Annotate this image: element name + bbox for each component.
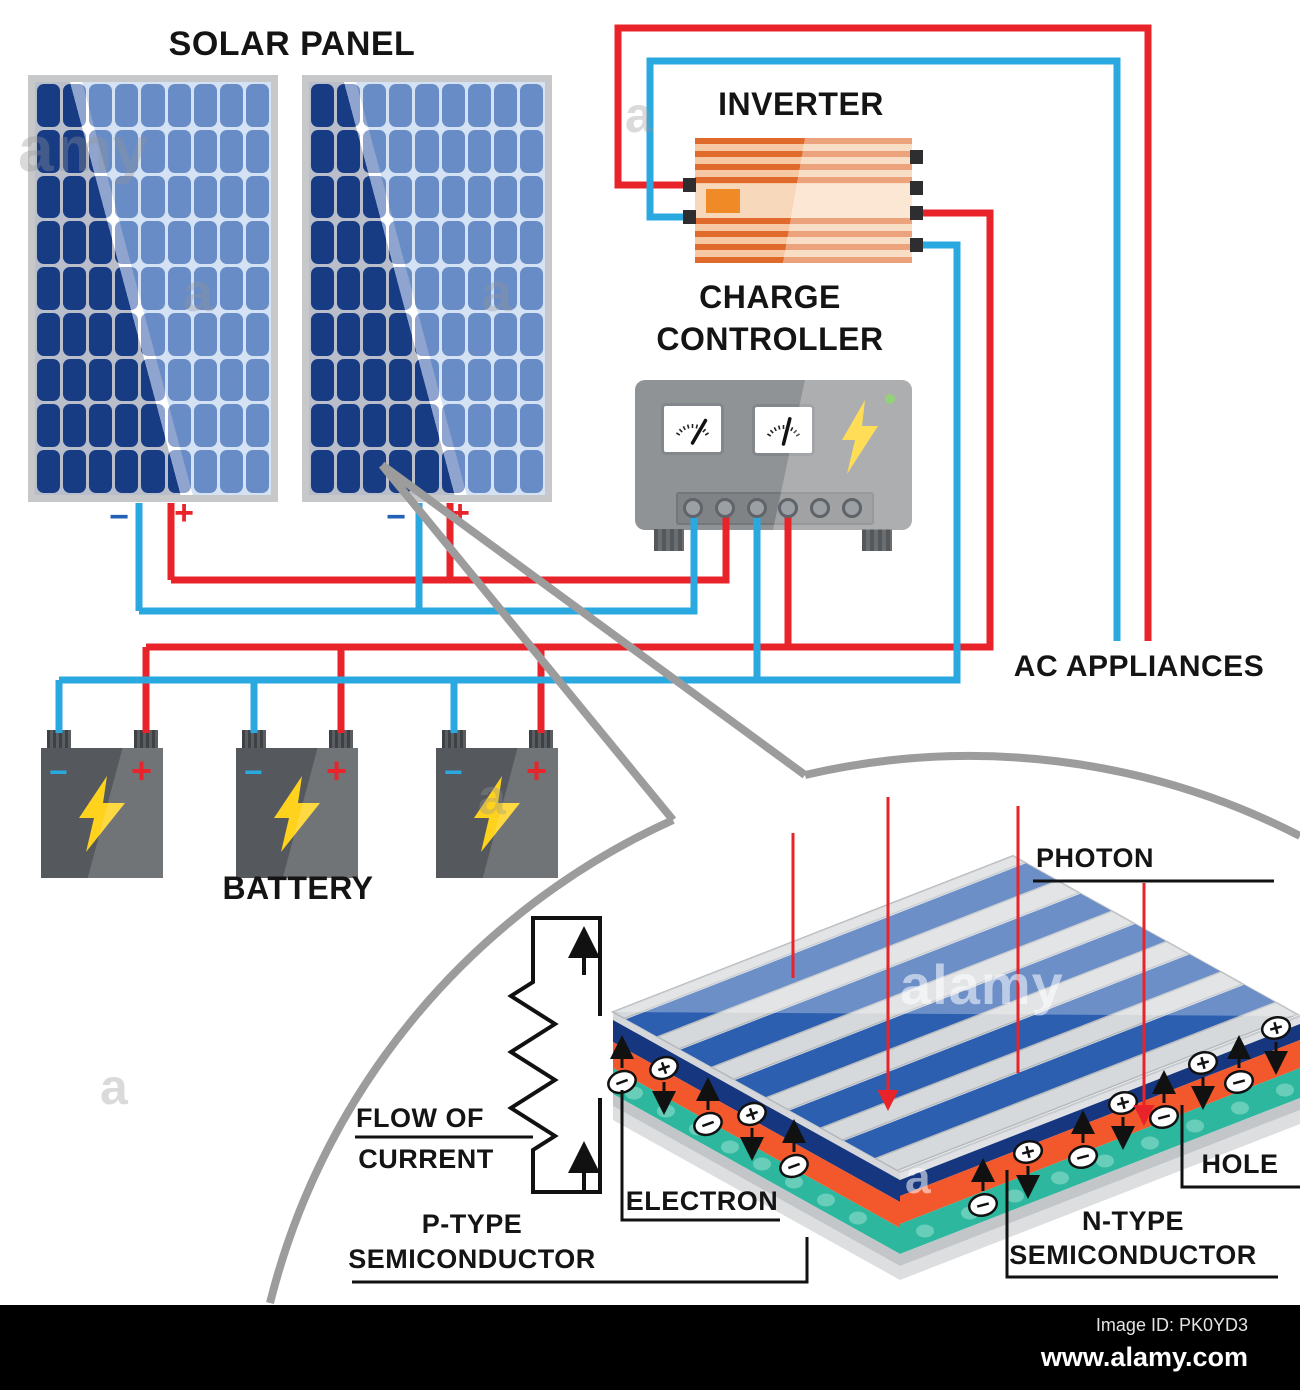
pv-cell: [607, 854, 1300, 1280]
inverter-box: [695, 138, 912, 263]
battery-terminal-positive: [529, 730, 553, 748]
resistor: [507, 916, 602, 1194]
watermark-mark: a: [482, 263, 514, 323]
label-flow-of: FLOW OF: [356, 1103, 484, 1133]
watermark-mark: amy: [18, 113, 150, 185]
label-controller: CONTROLLER: [656, 321, 884, 357]
battery-terminal-negative: [242, 730, 266, 748]
battery-terminal-negative: [47, 730, 71, 748]
panel1-plus-sign: +: [174, 494, 194, 532]
hole-symbols: [649, 1015, 1292, 1165]
panel2-plus-sign: +: [450, 494, 470, 532]
controller-foot: [654, 529, 684, 551]
image-id-text: Image ID: PK0YD3: [1095, 1315, 1248, 1335]
watermark-mark: a: [625, 87, 654, 143]
battery-1: − +: [41, 730, 163, 878]
label-battery: BATTERY: [222, 870, 374, 906]
panel1-minus-sign: −: [109, 498, 129, 536]
label-photon: PHOTON: [1035, 843, 1155, 873]
watermark-mark: a: [905, 1151, 932, 1203]
label-p-type-semiconductor: SEMICONDUCTOR: [348, 1244, 596, 1274]
battery-sheen: [41, 748, 163, 878]
battery-minus-sign: −: [49, 754, 68, 790]
watermark-mark: a: [183, 263, 215, 323]
watermark-mark: a: [100, 1059, 129, 1115]
solar-panel-2: [302, 75, 552, 502]
battery-plus-sign: +: [526, 750, 548, 791]
watermark-mark: a: [478, 769, 507, 825]
label-n-type-semiconductor: SEMICONDUCTOR: [1009, 1240, 1257, 1270]
battery-terminal-positive: [329, 730, 353, 748]
battery-minus-sign: −: [444, 754, 463, 790]
cell-left-face: [613, 1012, 900, 1266]
watermark-bar: Image ID: PK0YD3 www.alamy.com: [0, 1305, 1300, 1390]
label-solar-panel: SOLAR PANEL: [168, 25, 416, 63]
magnifier-callout: [266, 461, 1300, 1304]
charge-controller-box: [635, 380, 912, 551]
inverter-sheen: [695, 138, 912, 263]
controller-foot: [862, 529, 892, 551]
label-hole: HOLE: [1201, 1149, 1279, 1179]
label-charge: CHARGE: [699, 279, 841, 315]
label-current: CURRENT: [358, 1144, 494, 1174]
label-n-type: N-TYPE: [1081, 1206, 1185, 1236]
site-url-text: www.alamy.com: [1040, 1342, 1248, 1372]
battery-terminal-negative: [442, 730, 466, 748]
label-ac-appliances: AC APPLIANCES: [1013, 650, 1265, 683]
battery-terminal-positive: [134, 730, 158, 748]
battery-2: − +: [236, 730, 358, 878]
carrier-arrows: [610, 1035, 1288, 1199]
wire-panel-negative: [135, 503, 698, 615]
label-electron: ELECTRON: [625, 1186, 779, 1216]
label-inverter: INVERTER: [718, 86, 884, 122]
battery-plus-sign: +: [326, 750, 348, 791]
load-circuit: [507, 916, 602, 1194]
label-p-type: P-TYPE: [421, 1209, 523, 1239]
battery-plus-sign: +: [131, 750, 153, 791]
lightning-bolt-icon: [79, 776, 125, 852]
panel2-minus-sign: −: [386, 498, 406, 536]
battery-minus-sign: −: [244, 754, 263, 790]
controller-sheen: [635, 380, 912, 530]
watermark-mark: alamy: [900, 953, 1064, 1016]
